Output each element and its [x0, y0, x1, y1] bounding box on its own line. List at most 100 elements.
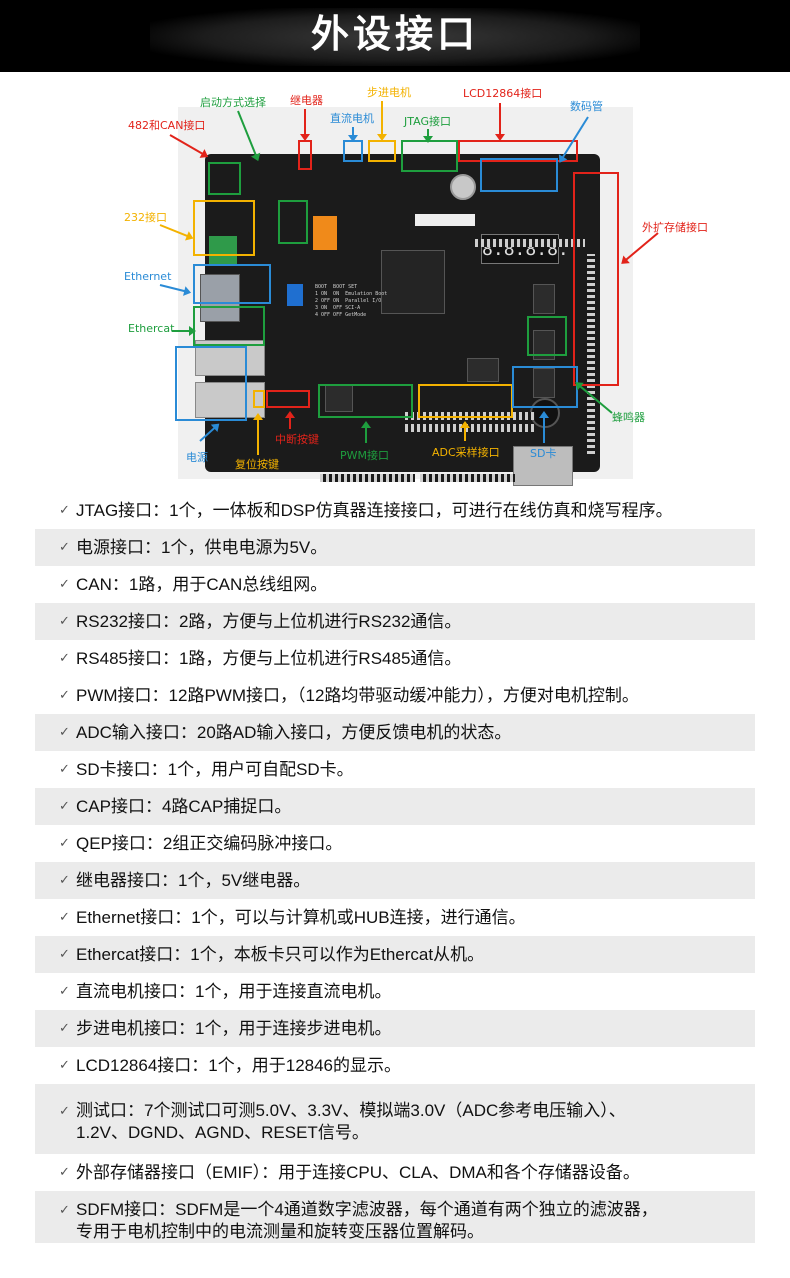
- list-item: ✓ SD卡接口：1个，用户可自配SD卡。: [35, 751, 755, 788]
- arrow-icon: [352, 127, 354, 140]
- list-item: ✓ JTAG接口：1个，一体板和DSP仿真器连接接口，可进行在线仿真和烧写程序。: [35, 492, 755, 529]
- check-icon: ✓: [59, 725, 70, 740]
- list-item: ✓ 外部存储器接口（EMIF）：用于连接CPU、CLA、DMA和各个存储器设备。: [35, 1154, 755, 1191]
- feature-text: QEP接口：2组正交编码脉冲接口。: [76, 833, 343, 853]
- dsp-chip: [381, 250, 445, 314]
- list-item: ✓ PWM接口：12路PWM接口，（12路均带驱动缓冲能力），方便对电机控制。: [35, 677, 755, 714]
- coin-battery: [450, 174, 476, 200]
- boot-dip-switch: [287, 284, 303, 306]
- memory-chip: [533, 330, 555, 360]
- feature-text-line: 专用于电机控制中的电流测量和旋转变压器位置解码。: [76, 1222, 484, 1241]
- arrow-icon: [289, 413, 291, 429]
- arrow-icon: [464, 423, 466, 441]
- label-reset-key: 复位按键: [235, 458, 279, 471]
- sd-card-slot: [513, 446, 573, 486]
- feature-text: 外部存储器接口（EMIF）：用于连接CPU、CLA、DMA和各个存储器设备。: [76, 1162, 640, 1182]
- board-name-sticker: [415, 214, 475, 226]
- board-figure: 8. 8. 8. 8. BOOT BOOT SET 1 ON ON Emulat…: [0, 72, 790, 486]
- check-icon: ✓: [59, 540, 70, 555]
- list-item: ✓ LCD12864接口：1个，用于12846的显示。: [35, 1047, 755, 1084]
- list-item: ✓ QEP接口：2组正交编码脉冲接口。: [35, 825, 755, 862]
- arrow-icon: [499, 103, 501, 139]
- label-power: 电源: [186, 451, 208, 464]
- lcd-header-pins: [475, 239, 585, 247]
- check-icon: ✓: [59, 799, 70, 814]
- label-dc-motor: 直流电机: [330, 112, 374, 125]
- arrow-icon: [365, 423, 367, 443]
- callout-box-sd: [512, 366, 578, 408]
- feature-text: PWM接口：12路PWM接口，（12路均带驱动缓冲能力），方便对电机控制。: [76, 685, 639, 705]
- check-icon: ✓: [59, 1058, 70, 1073]
- list-item: ✓ 直流电机接口：1个，用于连接直流电机。: [35, 973, 755, 1010]
- feature-text-line: 1.2V、DGND、AGND、RESET信号。: [76, 1123, 369, 1142]
- callout-box-boot: [278, 200, 308, 244]
- feature-text: RS232接口：2路，方便与上位机进行RS232通信。: [76, 611, 462, 631]
- feature-list: ✓ JTAG接口：1个，一体板和DSP仿真器连接接口，可进行在线仿真和烧写程序。…: [35, 492, 755, 1243]
- label-can485: 482和CAN接口: [128, 119, 206, 132]
- check-icon: ✓: [59, 873, 70, 888]
- banner-brush-texture: [150, 8, 640, 66]
- feature-text: 测试口：7个测试口可测5.0V、3.3V、模拟端3.0V（ADC参考电压输入）、…: [76, 1092, 626, 1144]
- feature-text-line: 测试口：7个测试口可测5.0V、3.3V、模拟端3.0V（ADC参考电压输入）、: [76, 1101, 626, 1120]
- label-pwm: PWM接口: [340, 449, 390, 462]
- relay-component: [313, 216, 337, 250]
- list-item: ✓ SDFM接口：SDFM是一个4通道数字滤波器，每个通道有两个独立的滤波器， …: [35, 1191, 755, 1243]
- list-item: ✓ 继电器接口：1个，5V继电器。: [35, 862, 755, 899]
- callout-box-int-keys: [266, 390, 310, 408]
- ic-chip: [467, 358, 499, 382]
- check-icon: ✓: [59, 614, 70, 629]
- list-item: ✓ ADC输入接口：20路AD输入接口，方便反馈电机的状态。: [35, 714, 755, 751]
- feature-text: SDFM接口：SDFM是一个4通道数字滤波器，每个通道有两个独立的滤波器， 专用…: [76, 1199, 658, 1243]
- check-icon: ✓: [59, 651, 70, 666]
- header-banner: 外设接口: [0, 0, 790, 72]
- pwm-header-pins: [320, 474, 415, 482]
- can-terminal-block: [209, 236, 237, 266]
- list-item: ✓ RS232接口：2路，方便与上位机进行RS232通信。: [35, 603, 755, 640]
- callout-box-buzzer: [527, 316, 567, 356]
- check-icon: ✓: [59, 688, 70, 703]
- label-seg: 数码管: [570, 100, 603, 113]
- pcb-board: 8. 8. 8. 8. BOOT BOOT SET 1 ON ON Emulat…: [195, 154, 600, 486]
- label-ethernet: Ethernet: [124, 270, 172, 283]
- check-icon: ✓: [59, 910, 70, 925]
- label-ext-mem: 外扩存储接口: [642, 221, 708, 234]
- list-item: ✓ RS485接口：1路，方便与上位机进行RS485通信。: [35, 640, 755, 677]
- feature-text: 直流电机接口：1个，用于连接直流电机。: [76, 981, 392, 1001]
- check-icon: ✓: [59, 503, 70, 518]
- arrow-icon: [257, 415, 259, 455]
- check-icon: ✓: [59, 947, 70, 962]
- check-icon: ✓: [59, 1021, 70, 1036]
- feature-text: 步进电机接口：1个，用于连接步进电机。: [76, 1018, 392, 1038]
- callout-box-ethercat: [193, 306, 265, 346]
- arrow-icon: [381, 101, 383, 139]
- arrow-icon: [159, 284, 190, 294]
- feature-text: CAN：1路，用于CAN总线组网。: [76, 574, 328, 594]
- ic-chip: [325, 384, 353, 412]
- check-icon: ✓: [59, 836, 70, 851]
- feature-text-line: SDFM接口：SDFM是一个4通道数字滤波器，每个通道有两个独立的滤波器，: [76, 1200, 658, 1219]
- list-item: ✓ CAP接口：4路CAP捕捉口。: [35, 788, 755, 825]
- memory-chip: [533, 368, 555, 398]
- feature-text: RS485接口：1路，方便与上位机进行RS485通信。: [76, 648, 462, 668]
- check-icon: ✓: [59, 1165, 70, 1180]
- feature-text: Ethercat接口：1个，本板卡只可以作为Ethercat从机。: [76, 944, 485, 964]
- feature-text: ADC输入接口：20路AD输入接口，方便反馈电机的状态。: [76, 722, 512, 742]
- label-boot: 启动方式选择: [200, 96, 266, 109]
- check-icon: ✓: [59, 984, 70, 999]
- label-ethercat: Ethercat: [128, 322, 175, 335]
- memory-chip: [533, 284, 555, 314]
- arrow-icon: [304, 109, 306, 139]
- label-jtag: JTAG接口: [404, 115, 451, 128]
- feature-text: Ethernet接口：1个，可以与计算机或HUB连接，进行通信。: [76, 907, 526, 927]
- callout-box-power: [175, 346, 247, 421]
- callout-box-ethernet: [193, 264, 271, 304]
- boot-mode-silkscreen: BOOT BOOT SET 1 ON ON Emulation Boot 2 O…: [315, 284, 388, 318]
- check-icon: ✓: [59, 1104, 70, 1119]
- feature-text: CAP接口：4路CAP捕捉口。: [76, 796, 292, 816]
- label-sd: SD卡: [530, 447, 557, 460]
- callout-box-lcd: [458, 140, 578, 162]
- callout-box-dc-motor: [343, 140, 363, 162]
- callout-box-can: [208, 162, 241, 195]
- check-icon: ✓: [59, 577, 70, 592]
- callout-box-pwm: [318, 384, 413, 418]
